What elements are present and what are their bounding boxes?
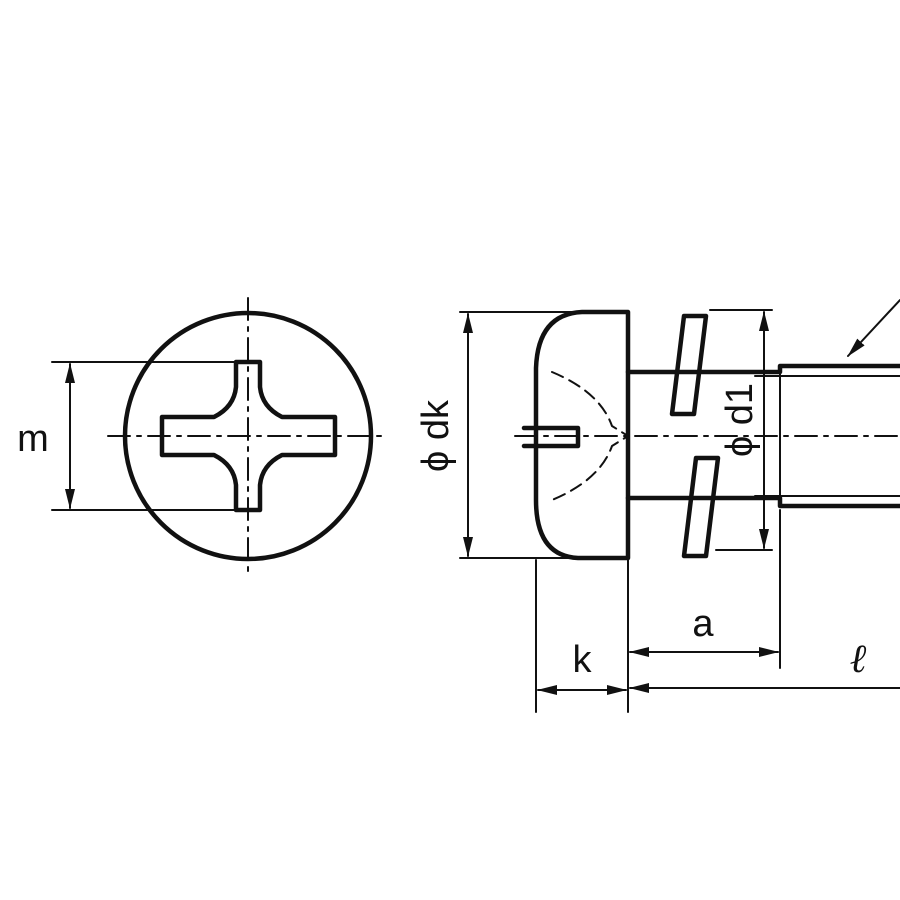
screw-side-view: ϕ dk ϕ d1 k a ℓ (415, 299, 900, 713)
k-label: k (573, 639, 593, 681)
head-top-view: m (17, 297, 386, 576)
shank-lower-edge (625, 495, 900, 509)
d1-label: ϕ d1 (719, 383, 761, 457)
spring-washer-upper (669, 313, 709, 417)
m-label: m (17, 418, 49, 460)
thread-leader-line (847, 299, 900, 357)
pan-head-outline (533, 309, 631, 561)
a-label: a (692, 603, 714, 645)
spring-washer-lower (681, 455, 721, 559)
dk-label: ϕ dk (415, 399, 457, 472)
phillips-recess-cross (159, 359, 338, 513)
l-label: ℓ (850, 636, 867, 681)
shank-upper-edge (625, 363, 900, 375)
head-slot (521, 425, 581, 449)
